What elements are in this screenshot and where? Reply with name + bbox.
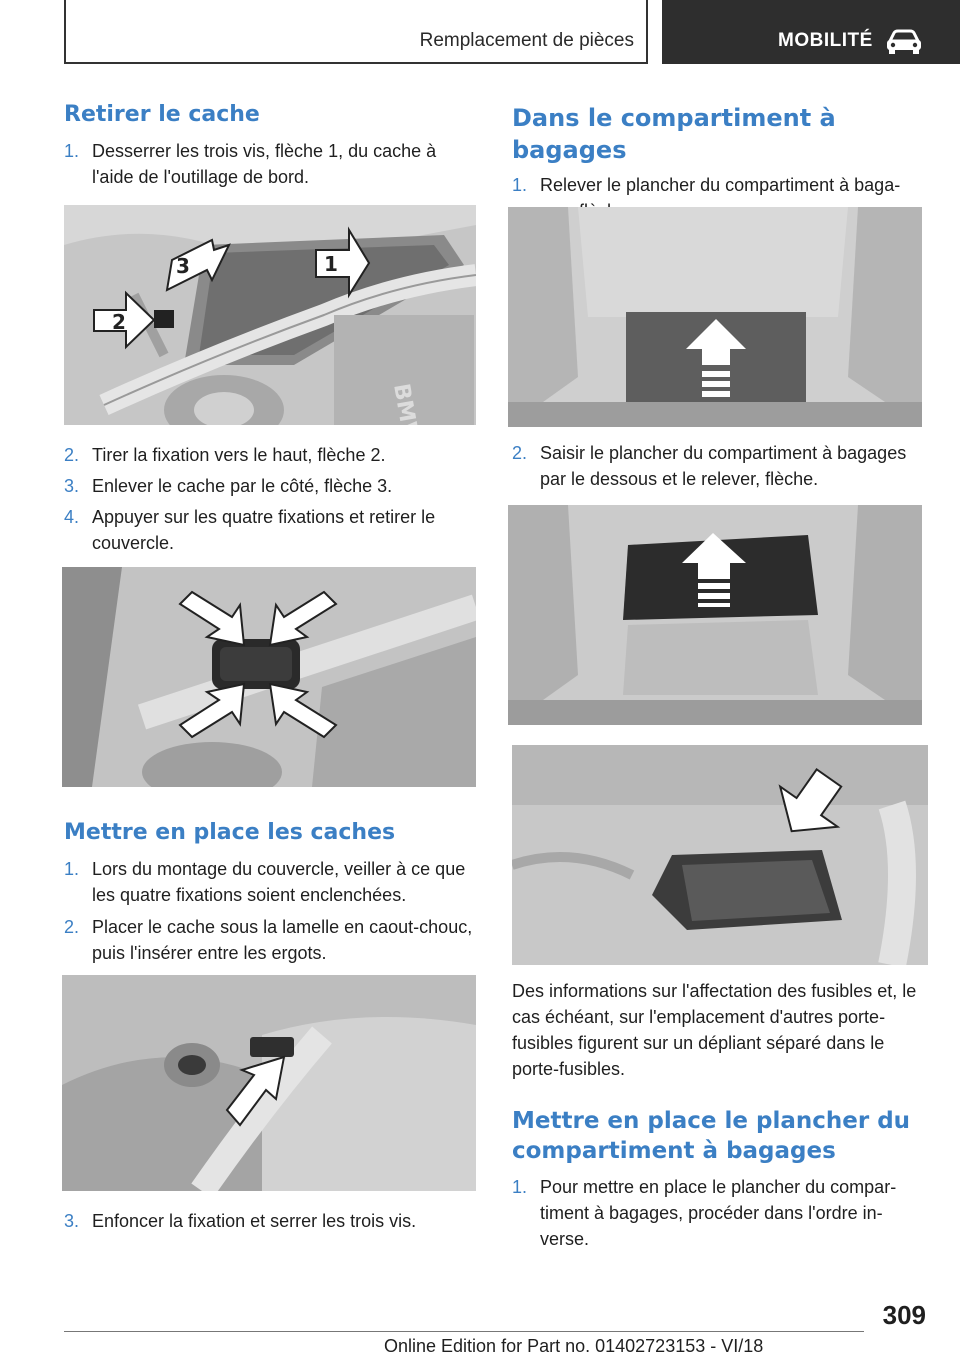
step-item: 4. Appuyer sur les quatre fixations et r… — [64, 504, 476, 556]
section-title-refit-floor: Mettre en place le plancher du compartim… — [512, 1108, 911, 1164]
step-item: 1. Desserrer les trois vis, flèche 1, du… — [64, 138, 476, 190]
step-text: Tirer la fixation vers le haut, flèche 2… — [92, 445, 386, 465]
step-item: 3. Enlever le cache par le côté, flèche … — [64, 473, 476, 499]
page-number: 309 — [882, 1300, 926, 1330]
section-title-refit-covers: Mettre en place les caches — [64, 820, 396, 845]
left-steps-2-4: 2. Tirer la fixation vers le haut, flèch… — [64, 442, 476, 556]
edition-footer: Online Edition for Part no. 01402723153 … — [384, 1336, 764, 1356]
photo-cover-four-arrows — [62, 567, 476, 787]
photo-rubber-strip-arrow — [62, 975, 476, 1191]
right-paragraph-block: Des informations sur l'affectation des f… — [512, 978, 930, 1252]
step-number: 1. — [64, 859, 80, 879]
step-item: 1. Lors du montage du couvercle, veiller… — [64, 856, 476, 908]
step-text: Desserrer les trois vis, flèche 1, du ca… — [92, 141, 437, 187]
car-icon — [887, 29, 921, 54]
fuse-info-paragraph: Des informations sur l'affectation des f… — [512, 981, 917, 1079]
step-item: 3. Enfoncer la fixation et serrer les tr… — [64, 1208, 476, 1234]
step-number: 4. — [64, 507, 80, 527]
step-text: Enfoncer la fixation et serrer les trois… — [92, 1211, 417, 1231]
step-text: Placer le cache sous la lamelle en caout… — [92, 917, 473, 963]
step-item: 2. Saisir le plancher du compartiment à … — [512, 440, 930, 492]
step-number: 3. — [64, 476, 80, 496]
step-item: 2. Placer le cache sous la lamelle en ca… — [64, 914, 476, 966]
photo-trunk-floor-lifted — [508, 505, 922, 725]
step-number: 1. — [512, 1177, 528, 1197]
step-text: Saisir le plancher du compartiment à bag… — [540, 443, 907, 489]
step-item: 1. Pour mettre en place le plancher du c… — [512, 1174, 930, 1252]
step-text: Enlever le cache par le côté, flèche 3. — [92, 476, 393, 496]
step-number: 1. — [64, 141, 80, 161]
arrow-label: 3 — [176, 254, 190, 278]
photo-fuse-box-arrow — [512, 745, 928, 965]
header-section-box: MOBILITÉ — [662, 0, 960, 64]
chapter-title: Remplacement de pièces — [419, 30, 634, 51]
section-label: MOBILITÉ — [778, 30, 873, 51]
step-number: 2. — [64, 917, 80, 937]
photo-engine-cover-arrows: BMW 3 1 2 — [64, 205, 476, 425]
step-text: Appuyer sur les quatre fixations et reti… — [92, 507, 436, 553]
header-chapter-box: Remplacement de pièces — [64, 0, 648, 64]
step-text: Pour mettre en place le plancher du comp… — [540, 1177, 897, 1249]
footer-divider — [64, 1331, 864, 1332]
left-step-3: 3. Enfoncer la fixation et serrer les tr… — [64, 1208, 476, 1234]
step-item: 2. Tirer la fixation vers le haut, flèch… — [64, 442, 476, 468]
step-number: 3. — [64, 1211, 80, 1231]
step-number: 2. — [64, 445, 80, 465]
left-column: Retirer le cache 1. Desserrer les trois … — [64, 100, 476, 190]
left-section-refit: Mettre en place les caches 1. Lors du mo… — [64, 818, 476, 966]
right-section-trunk: Dans le compartiment à bagages 1. Releve… — [512, 102, 930, 224]
section-title-remove-cover: Retirer le cache — [64, 102, 260, 127]
section-title-trunk: Dans le compartiment à bagages — [512, 104, 836, 164]
arrow-label: 2 — [112, 310, 126, 334]
right-step-2: 2. Saisir le plancher du compartiment à … — [512, 440, 930, 492]
step-number: 1. — [512, 175, 528, 195]
arrow-label: 1 — [324, 252, 338, 276]
step-text: Lors du montage du couvercle, veiller à … — [92, 859, 466, 905]
photo-trunk-floor-raise — [508, 207, 922, 427]
step-number: 2. — [512, 443, 528, 463]
